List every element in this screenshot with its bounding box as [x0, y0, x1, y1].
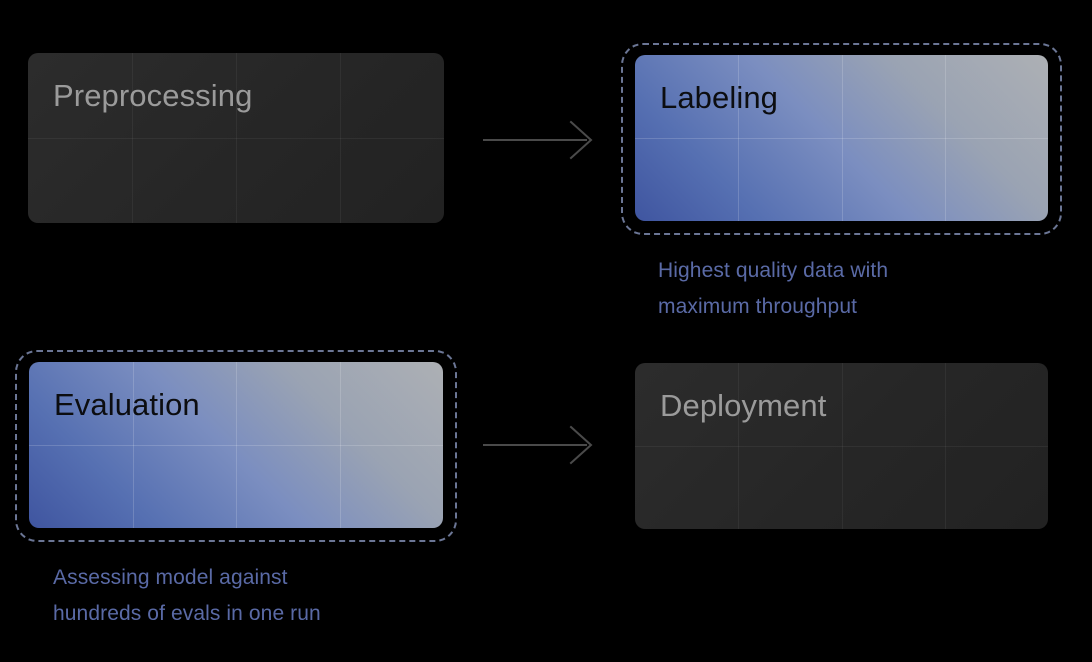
evaluation-caption: Assessing model against hundreds of eval…: [53, 566, 321, 625]
evaluation-title: Evaluation: [54, 387, 200, 422]
labeling-card[interactable]: Labeling: [635, 55, 1048, 221]
labeling-title: Labeling: [660, 80, 779, 115]
node-preprocessing[interactable]: Preprocessing: [28, 53, 444, 223]
deployment-title: Deployment: [660, 388, 827, 423]
preprocessing-title: Preprocessing: [53, 78, 253, 113]
arrow-preprocessing-to-labeling: [483, 118, 595, 162]
preprocessing-card[interactable]: Preprocessing: [28, 53, 444, 223]
node-evaluation[interactable]: Evaluation: [15, 350, 457, 542]
node-deployment[interactable]: Deployment: [635, 363, 1048, 529]
node-labeling[interactable]: Labeling: [621, 43, 1062, 235]
deployment-card[interactable]: Deployment: [635, 363, 1048, 529]
arrow-evaluation-to-deployment: [483, 423, 595, 467]
evaluation-card[interactable]: Evaluation: [29, 362, 443, 528]
labeling-caption: Highest quality data with maximum throug…: [658, 259, 889, 318]
